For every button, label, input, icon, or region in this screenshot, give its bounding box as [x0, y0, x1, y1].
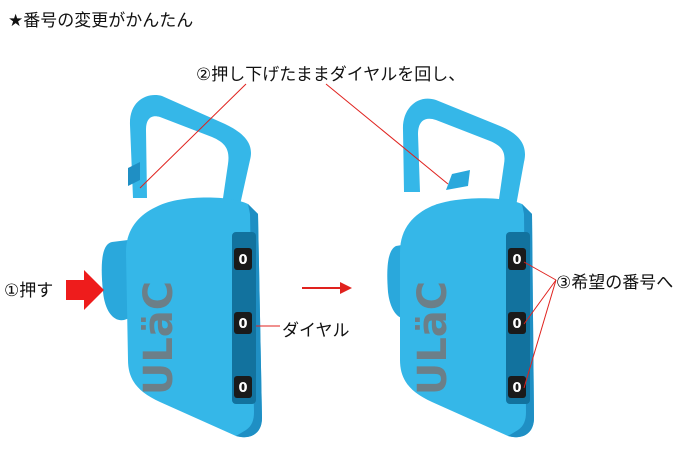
dial-wheel-right-2: [508, 312, 526, 334]
dial-label: ダイヤル: [282, 321, 350, 341]
shackle-left-notch: [128, 162, 140, 186]
figure-title: ★番号の変更がかんたん: [8, 11, 194, 31]
dial-digit-right-1: 0: [512, 253, 521, 268]
dial-digit-left-3: 0: [238, 381, 247, 396]
push-arrow-icon: [66, 270, 104, 310]
lock-left: 0 0 0 ULäC: [101, 95, 262, 438]
leader-line-step2-left: [139, 83, 247, 189]
brand-logo-left: ULäC: [136, 281, 182, 395]
dial-wheel-right-3: [508, 376, 526, 398]
lock-body-left: [126, 197, 262, 438]
shackle-left: [129, 95, 251, 205]
lock-body-right: [400, 198, 534, 438]
leader-line-step3-1: [523, 261, 557, 281]
lock-right: 0 0 0 ULäC: [387, 98, 534, 438]
dial-wheel-left-1: [234, 248, 252, 270]
leader-line-step3-2: [523, 279, 557, 325]
step-3-label: ③希望の番号へ: [556, 273, 674, 293]
dial-wheel-left-2: [234, 312, 252, 334]
dial-digit-right-2: 0: [512, 317, 521, 332]
dial-digit-left-2: 0: [238, 317, 247, 332]
leader-line-step3-3: [523, 279, 557, 389]
transition-arrow-icon: [302, 282, 352, 294]
step-1-label: ①押す: [4, 281, 54, 301]
push-button-left: [101, 240, 130, 321]
shackle-right: [402, 98, 525, 206]
dial-digit-right-3: 0: [512, 381, 521, 396]
step-2-label: ②押し下げたままダイヤルを回し、: [196, 65, 466, 85]
dial-digit-left-1: 0: [238, 253, 247, 268]
brand-logo-right: ULäC: [410, 281, 456, 395]
dial-wheel-right-1: [508, 248, 526, 270]
shackle-right-latch: [446, 170, 470, 190]
dial-wheel-left-3: [234, 376, 252, 398]
leader-line-step2-right: [325, 83, 449, 185]
